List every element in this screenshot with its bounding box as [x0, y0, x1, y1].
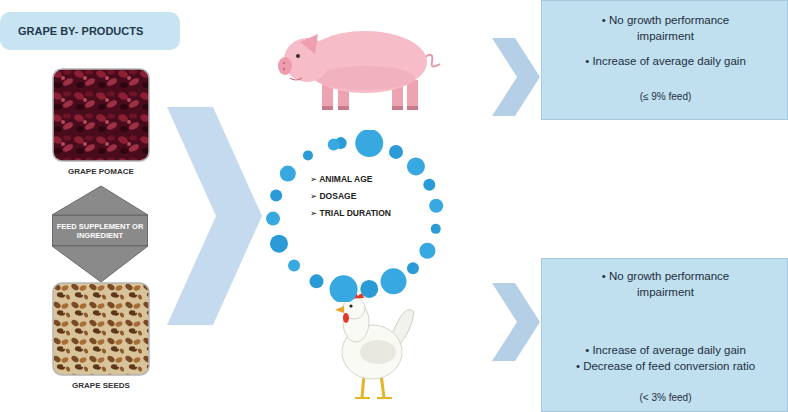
result-text: • No growth performance impairment: [578, 13, 753, 44]
chicken-wing: [360, 340, 396, 364]
ring-dot: [266, 212, 280, 226]
ring-dot: [303, 150, 313, 160]
photo-image: [53, 283, 149, 375]
pig-eye: [296, 54, 300, 58]
pig-belly: [315, 66, 415, 90]
ring-dot: [407, 262, 419, 274]
chicken-beak: [335, 306, 344, 313]
result-box: • No growth performance impairment • Incr…: [541, 0, 788, 120]
node-label: GRAPE SEEDS: [52, 381, 150, 390]
photo-node: GRAPE SEEDS: [52, 282, 150, 400]
ring-dot: [419, 243, 435, 259]
ring-dot: [389, 145, 403, 159]
pig-hoof: [407, 106, 418, 110]
node-label: ➢ ANIMAL AGE: [310, 174, 373, 184]
photo-image: [53, 69, 149, 161]
photo-node: GRAPE POMACE: [52, 68, 150, 186]
node-label: ➢ TRIAL DURATION: [310, 208, 391, 218]
ring-dot: [310, 274, 324, 288]
result-box: • No growth performance impairment • Incr…: [541, 258, 788, 412]
ring-dot: [431, 224, 441, 234]
result-text: • Increase of average daily gain: [548, 54, 783, 70]
ring-dot: [423, 179, 435, 191]
node-label: ➢ DOSAGE: [310, 191, 356, 201]
chevron-arrow: [492, 38, 540, 116]
chicken-illustration: [335, 293, 414, 399]
pig-hoof: [338, 106, 349, 110]
ring-dot: [429, 199, 443, 213]
node-label: GRAPE POMACE: [52, 167, 150, 176]
result-text: • Increase of average daily gain: [546, 343, 786, 359]
ring-dot: [288, 260, 300, 272]
arrow-head: [52, 186, 148, 215]
ring-dot: [270, 235, 288, 253]
photo-frame: [52, 282, 150, 376]
heading-box: GRAPE BY- PRODUCTS: [0, 12, 180, 50]
pig-nostril: [283, 68, 285, 70]
result-text: (≤ 9% feed): [548, 90, 783, 104]
ring-dot: [380, 268, 406, 294]
ring-dot: [280, 166, 296, 182]
ring-dot: [330, 275, 358, 302]
ring-dot: [407, 157, 425, 175]
node-label: GRAPE BY- PRODUCTS: [18, 25, 180, 37]
ring-dot: [270, 190, 282, 202]
pig-snout: [278, 57, 292, 75]
result-text: • Decrease of feed conversion ratio: [546, 359, 786, 375]
ring-dot: [328, 139, 340, 151]
pig-hoof: [322, 106, 333, 110]
result-text: • No growth performance impairment: [578, 269, 753, 300]
chicken-eye: [349, 304, 352, 307]
pig-hoof: [392, 106, 403, 110]
chevron-arrow: [492, 283, 540, 361]
chicken-wattle: [343, 313, 349, 323]
ring-dot: [360, 280, 378, 298]
ring-dot: [355, 130, 383, 157]
result-text: (< 3% feed): [546, 391, 786, 405]
node-label: FEED SUPPLEMENT OR INGREDIENT: [56, 222, 144, 240]
pig-mouth: [290, 78, 302, 80]
pig-leg: [407, 80, 418, 110]
chevron-arrow: [167, 107, 262, 325]
pig-illustration: [278, 31, 440, 110]
factor-ring: ➢ ANIMAL AGE ➢ DOSAGE ➢ TRIAL DURATION: [265, 130, 445, 302]
photo-frame: [52, 68, 150, 162]
pig-ear: [300, 34, 318, 54]
chicken-toes: [355, 397, 392, 399]
arrow-head: [52, 246, 148, 282]
supplement-box: FEED SUPPLEMENT OR INGREDIENT: [52, 215, 148, 246]
pig-nostril: [283, 62, 285, 64]
